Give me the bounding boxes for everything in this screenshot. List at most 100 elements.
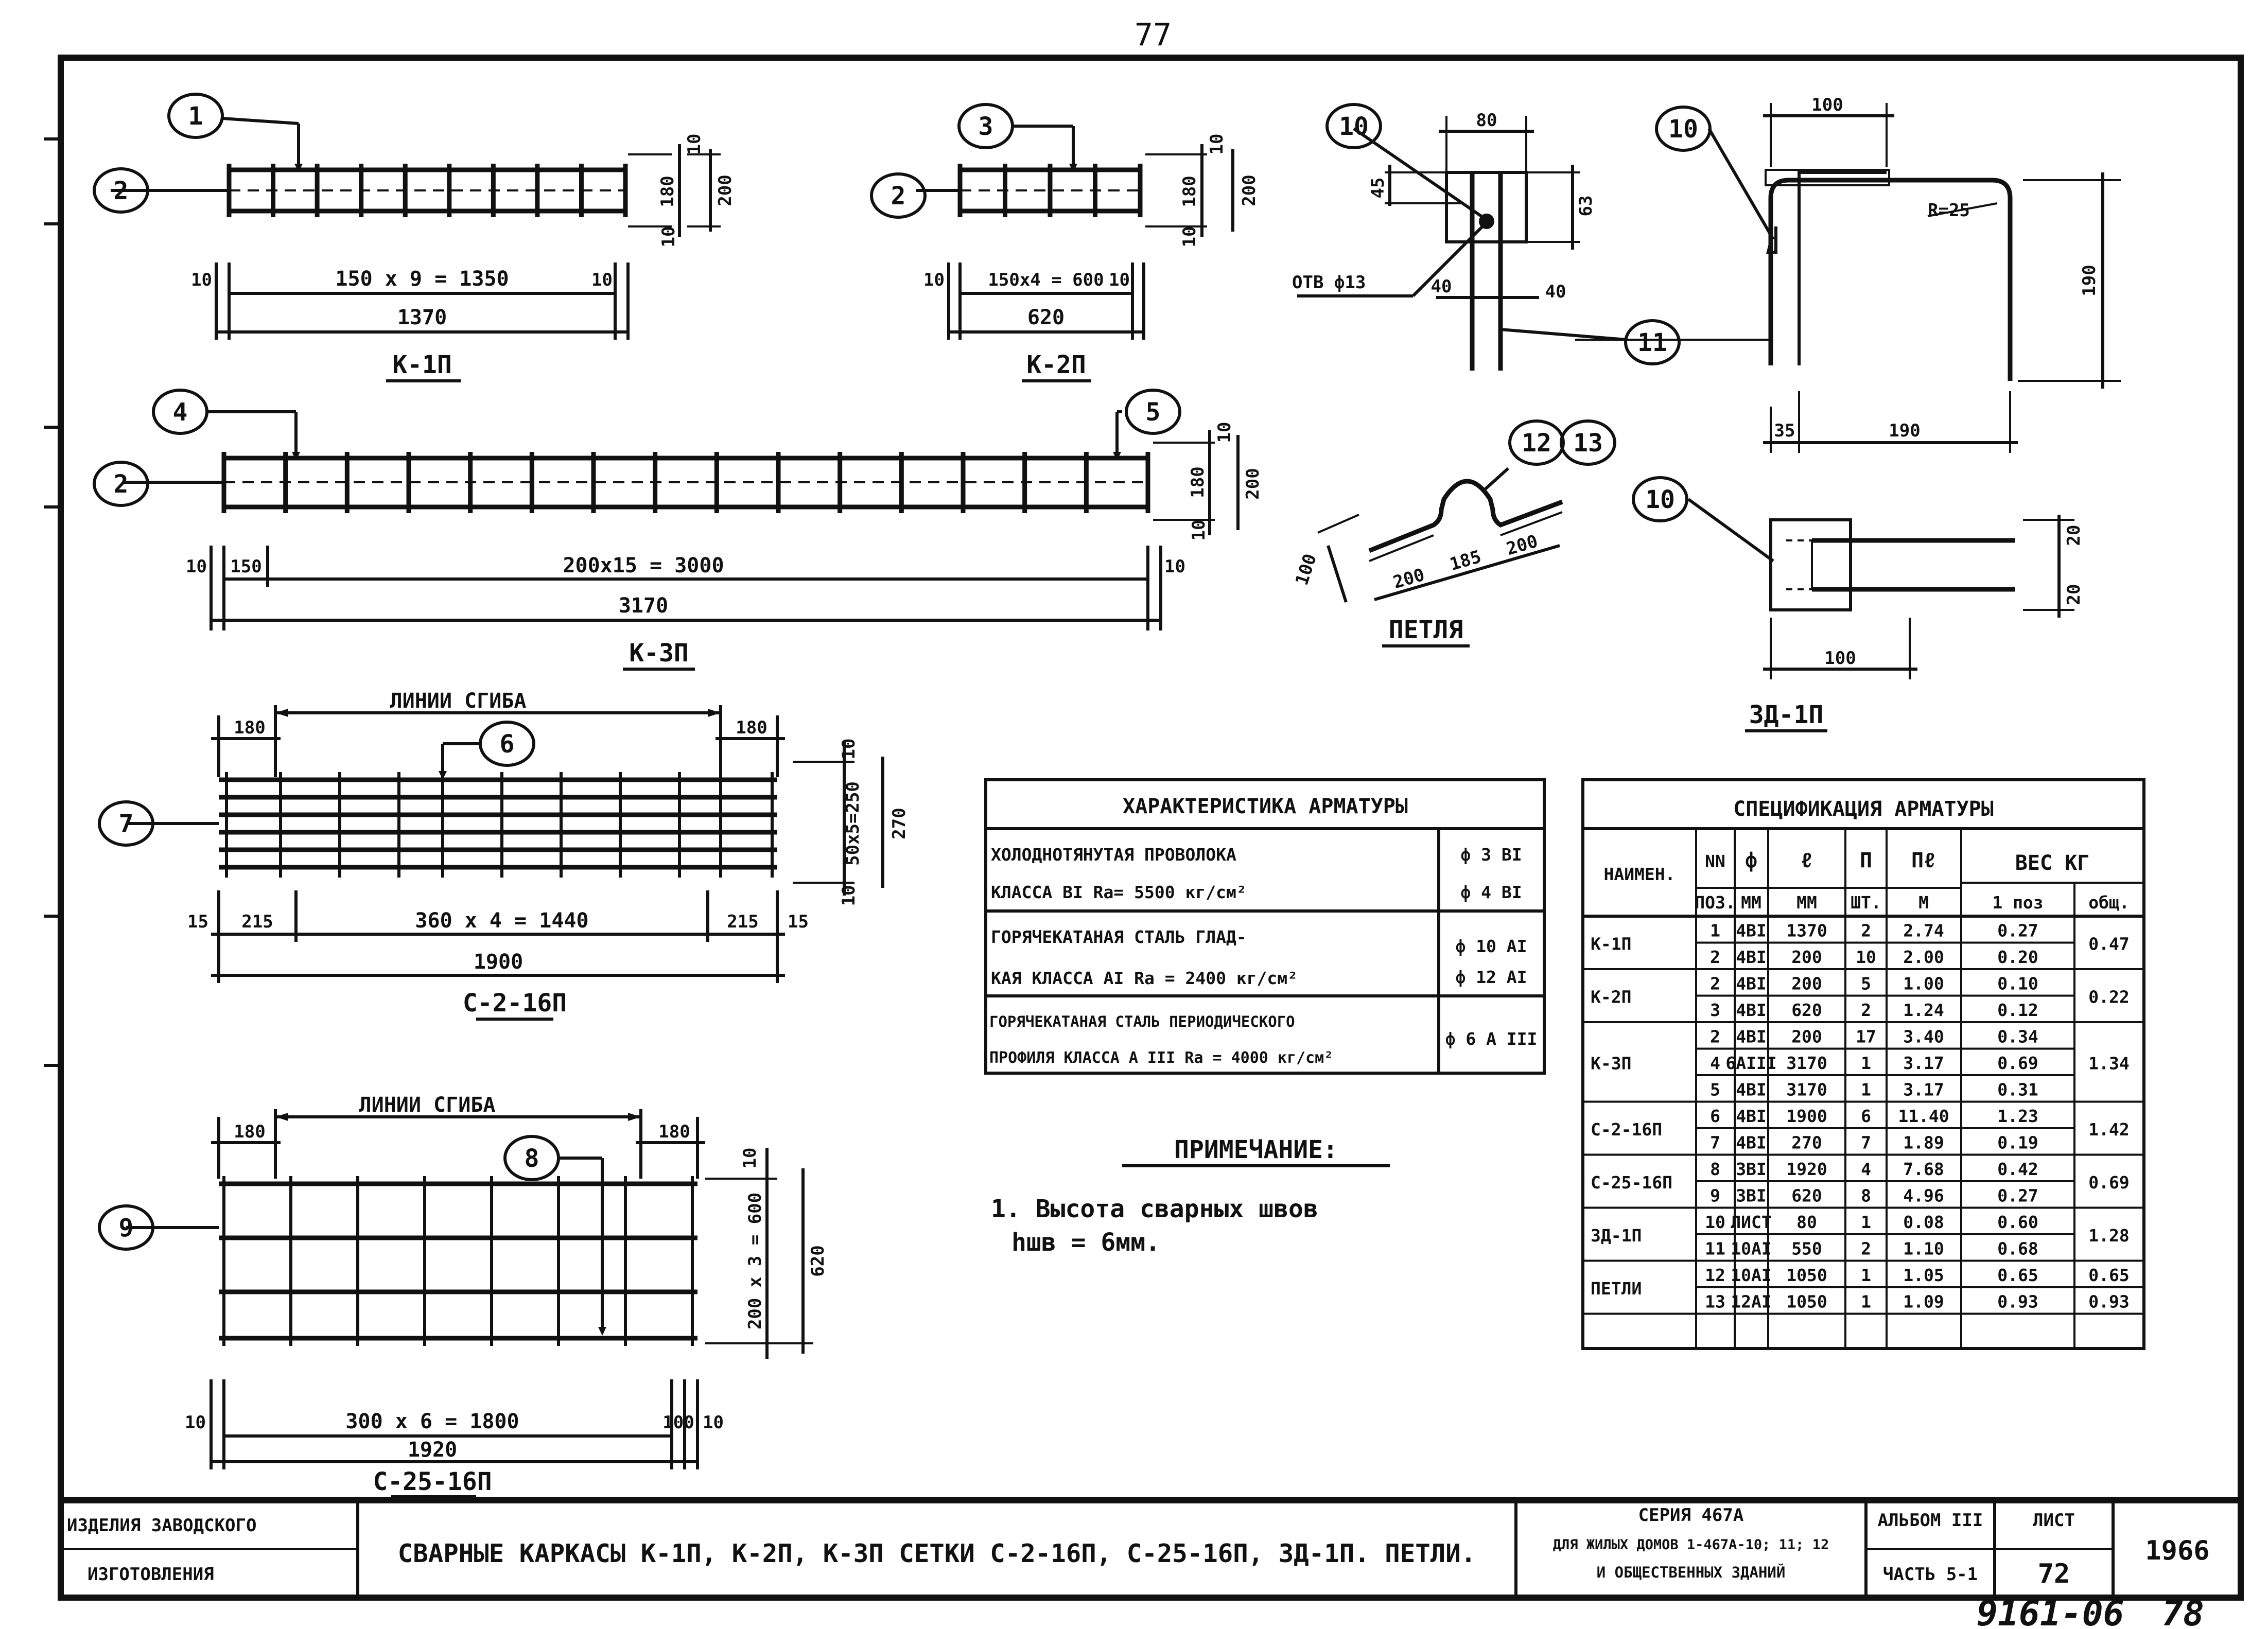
k1-dim-h-bottom: 10 bbox=[658, 226, 679, 248]
s216-title: С-2-16П bbox=[463, 989, 567, 1018]
k3-dim-h-top: 10 bbox=[1214, 422, 1235, 443]
cage-k2p: 10 180 200 10 150х4 = 600 620 10 10 К-2П bbox=[916, 126, 1260, 382]
svg-text:10: 10 bbox=[1339, 112, 1369, 141]
k2-dim-h-outer: 200 bbox=[1239, 174, 1260, 206]
note-title: ПРИМЕЧАНИЕ: bbox=[1174, 1135, 1338, 1164]
title-series-line-1: СЕРИЯ 467А bbox=[1638, 1505, 1744, 1526]
spec-cell: 2 bbox=[1710, 1027, 1720, 1047]
spec-head-pos-sub: ПОЗ. bbox=[1695, 892, 1735, 913]
svg-text:1: 1 bbox=[188, 102, 203, 131]
spec-head-dia-sub: ММ bbox=[1741, 892, 1761, 913]
title-sheet-number: 72 bbox=[2038, 1558, 2070, 1589]
spec-cell: 1050 bbox=[1786, 1292, 1827, 1312]
zd-dim-top: 80 bbox=[1476, 110, 1497, 131]
s216-dim-h-bottom: 10 bbox=[839, 885, 859, 906]
spec-cell: 5 bbox=[1861, 974, 1871, 994]
spec-group-name: К-2П bbox=[1591, 987, 1631, 1007]
spec-cell: 3.17 bbox=[1903, 1080, 1944, 1100]
k1-dim-h-inner: 180 bbox=[657, 176, 678, 207]
spec-cell: 0.31 bbox=[1997, 1080, 2038, 1100]
svg-text:10: 10 bbox=[1645, 485, 1675, 514]
s25-dim-h-top: 10 bbox=[740, 1148, 760, 1169]
zd-dim-bend-h: 190 bbox=[2079, 265, 2100, 296]
spec-cell: 13 bbox=[1705, 1292, 1725, 1312]
zd-dim-bend-tail: 35 bbox=[1774, 421, 1795, 441]
spec-group-name: К-1П bbox=[1591, 934, 1631, 954]
spec-head-name: НАИМЕН. bbox=[1603, 864, 1675, 884]
spec-cell: 2 bbox=[1861, 1239, 1871, 1259]
spec-group-total: 1.42 bbox=[2088, 1119, 2129, 1140]
spec-cell: 0.10 bbox=[1997, 974, 2038, 994]
char-table-title: ХАРАКТЕРИСТИКА АРМАТУРЫ bbox=[1123, 795, 1408, 818]
s216-dim-bend-right: 180 bbox=[736, 717, 767, 738]
spec-group-total: 0.47 bbox=[2088, 934, 2129, 954]
spec-head-total-len-sub: М bbox=[1918, 892, 1929, 913]
callout-10a: 10 bbox=[1325, 103, 1382, 149]
spec-cell: 0.12 bbox=[1997, 1000, 2038, 1020]
spec-group-name: К-3П bbox=[1591, 1053, 1631, 1073]
spec-cell: 0.69 bbox=[1997, 1053, 2038, 1073]
spec-cell: 4 bbox=[1861, 1159, 1871, 1179]
spec-cell: 11.40 bbox=[1898, 1106, 1949, 1126]
sheet-frame bbox=[44, 55, 2244, 1601]
spec-cell: 5 bbox=[1710, 1080, 1720, 1100]
k1-dim-h-top: 10 bbox=[684, 134, 705, 155]
spec-cell: 10АI bbox=[1731, 1239, 1771, 1259]
title-block: ИЗДЕЛИЯ ЗАВОДСКОГО ИЗГОТОВЛЕНИЯ СВАРНЫЕ … bbox=[61, 1497, 2241, 1598]
title-main: СВАРНЫЕ КАРКАСЫ К-1П, К-2П, К-3П СЕТКИ С… bbox=[398, 1539, 1476, 1568]
spec-cell: 3ВI bbox=[1736, 1186, 1767, 1206]
spec-cell: 3.17 bbox=[1903, 1053, 1944, 1073]
zd-dim-h1: 45 bbox=[1368, 178, 1388, 199]
spec-cell: 0.34 bbox=[1997, 1027, 2038, 1047]
spec-group-total: 1.28 bbox=[2088, 1225, 2129, 1246]
spec-cell: 4.96 bbox=[1903, 1186, 1944, 1206]
k2-dim-end-left: 10 bbox=[923, 270, 945, 290]
spec-cell: 0.42 bbox=[1997, 1159, 2038, 1179]
spec-cell: 1.89 bbox=[1903, 1133, 1944, 1153]
spec-cell: 8 bbox=[1861, 1186, 1871, 1206]
spec-cell: 0.93 bbox=[1997, 1292, 2038, 1312]
loop-dim-c: 200 bbox=[1504, 531, 1540, 559]
char-row-1-dia2: ф 4 ВI bbox=[1460, 882, 1522, 902]
spec-cell: 1 bbox=[1861, 1080, 1871, 1100]
spec-cell: 1920 bbox=[1786, 1159, 1827, 1179]
spec-cell: 3170 bbox=[1786, 1053, 1827, 1073]
spec-cell: 1 bbox=[1710, 921, 1720, 941]
spec-head-qty: П bbox=[1860, 849, 1872, 872]
spec-cell: 4ВI bbox=[1736, 1027, 1767, 1047]
callout-11: 11 bbox=[1624, 319, 1681, 365]
s216-dim-total: 1900 bbox=[474, 950, 523, 974]
k1-dim-total: 1370 bbox=[397, 306, 447, 329]
char-row-1-dia1: ф 3 ВI bbox=[1460, 845, 1522, 865]
spec-cell: 0.68 bbox=[1997, 1239, 2038, 1259]
zd-plan-h2: 20 bbox=[2064, 584, 2084, 605]
k1-dim-end-left: 10 bbox=[191, 270, 212, 290]
zd-radius: R=25 bbox=[1928, 200, 1970, 221]
s216-dim-h-top: 10 bbox=[839, 739, 859, 760]
spec-cell: 4ВI bbox=[1736, 921, 1767, 941]
svg-text:4: 4 bbox=[173, 398, 188, 427]
loop-dim-a: 200 bbox=[1391, 565, 1427, 593]
specification-table: СПЕЦИФИКАЦИЯ АРМАТУРЫ НАИМЕН.NNПОЗ.фММℓМ… bbox=[1581, 778, 2145, 1350]
spec-cell: 2 bbox=[1710, 947, 1720, 967]
callout-8: 8 bbox=[503, 1135, 560, 1181]
spec-cell: 11 bbox=[1705, 1239, 1725, 1259]
s25-dim-edge-right: 10 bbox=[703, 1412, 724, 1433]
k1-dim-end-right: 10 bbox=[591, 270, 613, 290]
cage-k3p: 10 180 200 10 200х15 = 3000 3170 150 10 … bbox=[124, 410, 1263, 671]
spec-cell: 17 bbox=[1856, 1027, 1876, 1047]
spec-group-name: ЗД-1П bbox=[1591, 1225, 1642, 1246]
loop-dim-h: 100 bbox=[1292, 551, 1321, 588]
spec-cell: 0.60 bbox=[1997, 1212, 2038, 1232]
svg-text:7: 7 bbox=[119, 810, 134, 838]
k2-title: К-2П bbox=[1026, 351, 1086, 379]
page-number-top: 77 bbox=[1135, 17, 1172, 53]
s216-dim-h-inner: 50х5=250 bbox=[843, 781, 863, 866]
spec-group-name: С-25-16П bbox=[1591, 1172, 1672, 1193]
spec-cell: 1050 bbox=[1786, 1265, 1827, 1285]
zd-dim-right: 40 bbox=[1545, 282, 1566, 302]
spec-head-qty-sub: ШТ. bbox=[1851, 892, 1881, 913]
k1-title: К-1П bbox=[392, 351, 452, 379]
spec-cell: 3 bbox=[1710, 1000, 1720, 1020]
spec-cell: 4ВI bbox=[1736, 1000, 1767, 1020]
